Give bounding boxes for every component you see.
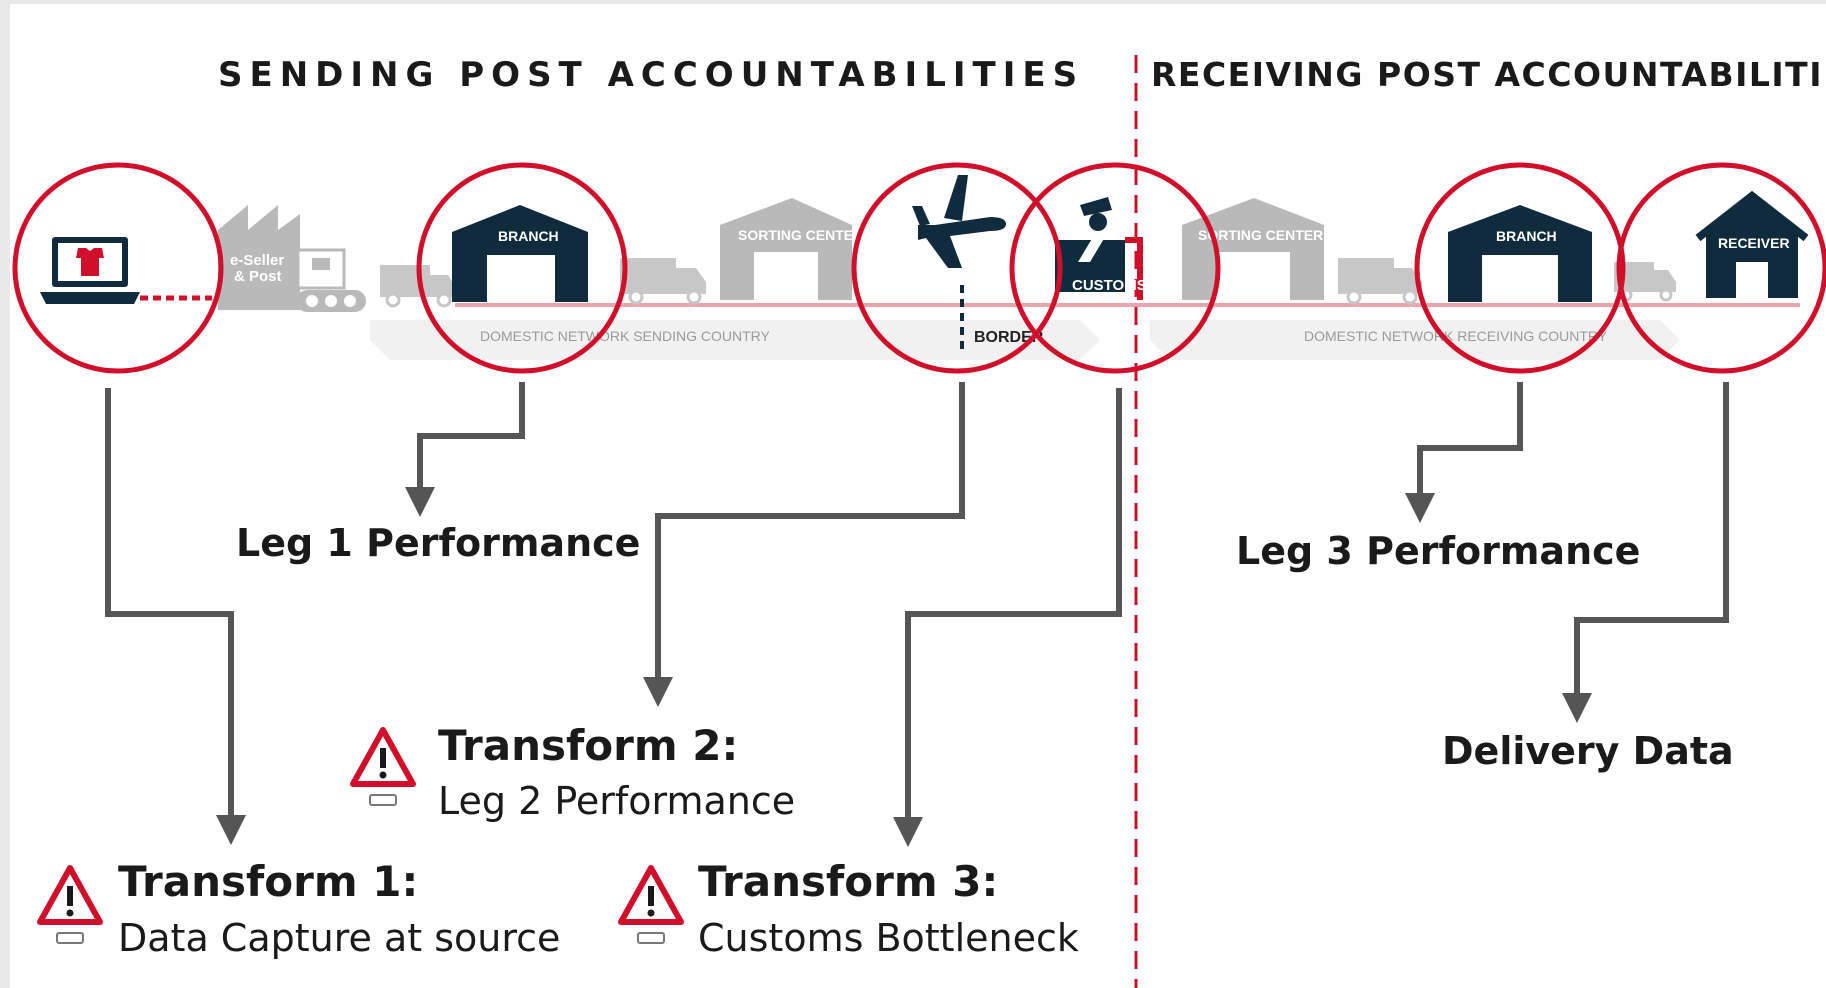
eseller-label-line1: e-Seller: [230, 252, 284, 269]
arrow-to-leg1: [405, 382, 525, 517]
receiver-label: RECEIVER: [1718, 235, 1790, 251]
branch-sending-building: [452, 205, 588, 302]
truck-icon: [620, 258, 706, 305]
branch-receiving-label: BRANCH: [1496, 228, 1557, 244]
eseller-label-line2: & Post: [234, 268, 282, 285]
transform-1-subtitle: Data Capture at source: [118, 916, 560, 960]
arrow-to-transform-2: [643, 382, 965, 707]
airplane-icon: [912, 175, 1006, 268]
network-band: [370, 303, 1800, 360]
leg1-performance-label: Leg 1 Performance: [236, 521, 640, 565]
receiving-header: RECEIVING POST ACCOUNTABILITIES: [1151, 55, 1826, 94]
highlight-circle-plane: [851, 162, 1063, 374]
branch-sending-label: BRANCH: [498, 228, 559, 244]
arrow-to-transform-3: [893, 388, 1122, 847]
transform-1-title: Transform 1:: [118, 857, 418, 906]
highlight-circle-customs: [1009, 162, 1221, 374]
sorting-sending-label: SORTING CENTER: [738, 227, 863, 243]
delivery-data-label: Delivery Data: [1442, 729, 1734, 773]
arrow-to-leg3: [1405, 382, 1523, 523]
highlight-circles: [12, 162, 1826, 374]
highlight-circle-branch-sending: [416, 162, 628, 374]
sending-header: SENDING POST ACCOUNTABILITIES: [218, 55, 1084, 95]
customs-label: CUSTOMS: [1072, 277, 1147, 294]
warning-triangle-icon: [37, 865, 103, 944]
arrow-to-transform-1: [105, 388, 246, 845]
transform-3-title: Transform 3:: [698, 857, 998, 906]
branch-receiving-building: [1448, 205, 1592, 302]
transform-2-title: Transform 2:: [438, 721, 738, 770]
domestic-receiving-label: DOMESTIC NETWORK RECEIVING COUNTRY: [1304, 328, 1608, 344]
warning-triangle-icon: [350, 727, 416, 806]
receiver-house-icon: [1695, 190, 1809, 298]
highlight-circle-branch-receiving: [1414, 162, 1626, 374]
sorting-receiving-label: SORTING CENTER: [1198, 227, 1323, 243]
transform-3-subtitle: Customs Bottleneck: [698, 916, 1079, 960]
transform-2-subtitle: Leg 2 Performance: [438, 779, 795, 823]
arrow-to-delivery: [1562, 382, 1729, 723]
domestic-sending-label: DOMESTIC NETWORK SENDING COUNTRY: [480, 328, 771, 344]
sorting-center-sending-building: [720, 198, 852, 300]
warning-triangle-icon: [618, 865, 684, 944]
highlight-circle-laptop: [12, 162, 224, 374]
customs-officer-icon: [1055, 197, 1143, 300]
sorting-center-receiving-building: [1182, 198, 1324, 300]
highlight-circle-receiver: [1616, 162, 1826, 374]
eseller-factory-icon: [218, 205, 366, 312]
laptop-icon: [40, 237, 140, 304]
truck-icon: [1338, 258, 1422, 305]
leg3-performance-label: Leg 3 Performance: [1236, 529, 1640, 573]
